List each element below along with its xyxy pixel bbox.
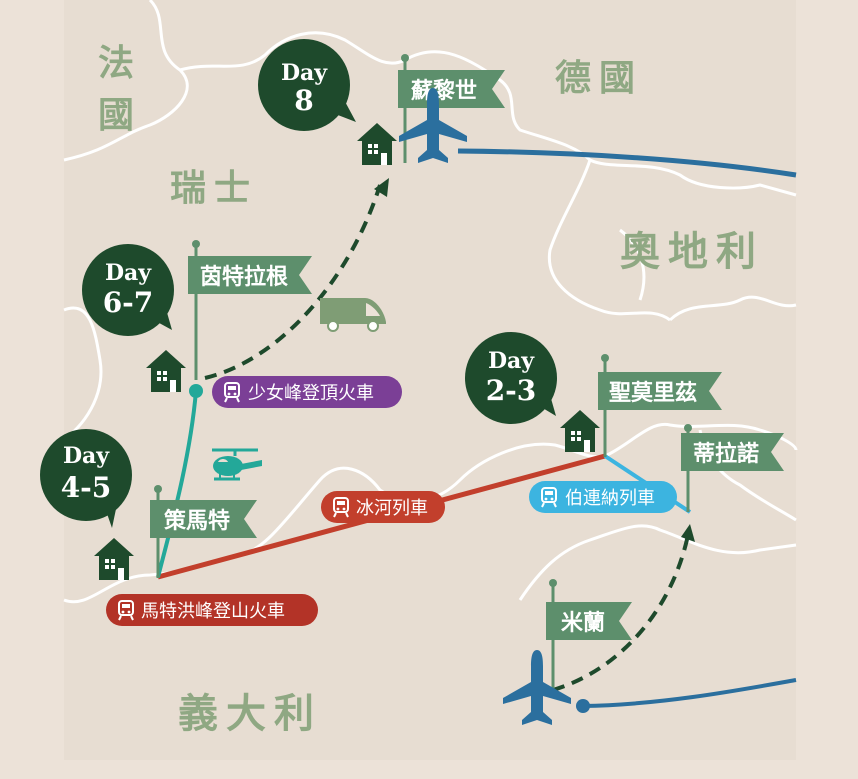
route-label-gornergrat: 馬特洪峰登山火車 <box>141 601 285 622</box>
route-label-glacier: 冰河列車 <box>356 498 428 519</box>
country-borders <box>63 0 798 604</box>
zermatt-interlaken-route <box>156 390 198 578</box>
milan-airport-dot <box>576 699 590 713</box>
country-label-france: 法國 <box>98 42 142 136</box>
day-bubble-zermatt: Day 4-5 <box>40 429 132 528</box>
drive-route-interlaken-zurich <box>204 184 382 380</box>
flag-pole-tops <box>154 54 692 587</box>
stop-name-zermatt: 策馬特 <box>164 508 230 534</box>
flight-route-zurich <box>457 148 797 178</box>
day-bubble-interlaken: Day 6-7 <box>82 244 174 336</box>
stop-name-milan: 米蘭 <box>561 610 605 636</box>
flag-st-moritz[interactable]: 聖莫里茲 <box>598 372 722 410</box>
country-label-germany: 德國 <box>555 57 643 99</box>
day-label-interlaken: Day <box>105 260 152 286</box>
country-label-austria: 奧地利 <box>620 228 764 275</box>
day-value-zermatt: 4-5 <box>61 471 112 504</box>
route-pill-gornergrat[interactable]: 馬特洪峰登山火車 <box>106 594 318 626</box>
day-value-interlaken: 6-7 <box>103 286 154 319</box>
country-label-italy: 義大利 <box>178 690 322 737</box>
stop-name-tirano: 蒂拉諾 <box>693 441 759 467</box>
flag-zermatt[interactable]: 策馬特 <box>150 500 257 538</box>
day-label-st-moritz: Day <box>488 348 535 374</box>
flag-tirano[interactable]: 蒂拉諾 <box>681 433 784 471</box>
drive-arrow-tirano <box>681 524 695 542</box>
route-pill-glacier[interactable]: 冰河列車 <box>321 491 445 523</box>
helicopter-icon <box>212 448 262 481</box>
day-bubble-zurich: Day 8 <box>258 39 356 131</box>
stop-name-st-moritz: 聖莫里茲 <box>609 380 697 406</box>
day-value-zurich: 8 <box>294 84 313 117</box>
drive-arrow-zurich <box>374 178 389 197</box>
stop-name-interlaken: 茵特拉根 <box>200 264 288 290</box>
route-label-bernina: 伯連納列車 <box>565 488 655 509</box>
flag-interlaken[interactable]: 茵特拉根 <box>188 256 312 294</box>
day-bubble-st-moritz: Day 2-3 <box>465 332 557 424</box>
flag-zurich[interactable]: 蘇黎世 <box>398 70 505 108</box>
van-icon <box>320 298 386 332</box>
flight-route-milan <box>582 678 797 708</box>
route-pill-jungfrau[interactable]: 少女峰登頂火車 <box>212 376 402 408</box>
drive-route-milan-tirano <box>552 534 690 692</box>
interlaken-station-dot <box>189 384 203 398</box>
route-pill-bernina[interactable]: 伯連納列車 <box>529 481 677 513</box>
stop-name-zurich: 蘇黎世 <box>410 78 477 104</box>
route-label-jungfrau: 少女峰登頂火車 <box>248 383 374 404</box>
day-label-zermatt: Day <box>63 443 110 469</box>
country-label-switzerland: 瑞士 <box>170 167 258 209</box>
day-value-st-moritz: 2-3 <box>486 374 537 407</box>
day-label-zurich: Day <box>281 60 328 86</box>
flag-milan[interactable]: 米蘭 <box>546 602 632 640</box>
